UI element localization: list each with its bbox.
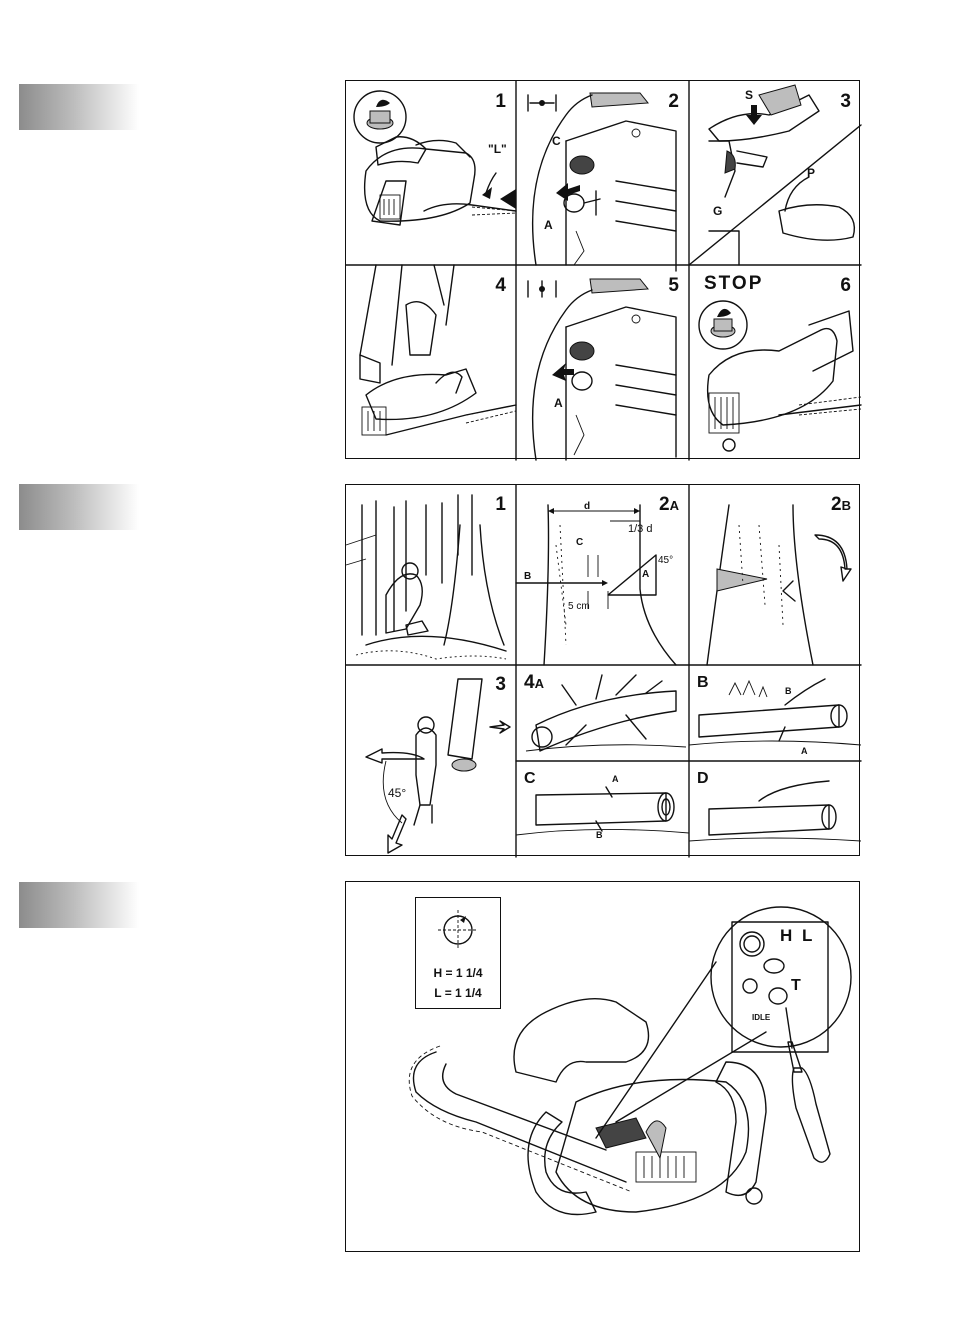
panel-bucking-b: B B A: [689, 665, 861, 761]
panel-start-rope: 4: [346, 265, 516, 460]
panel-bucking-c: C A B: [516, 761, 689, 857]
panel-stop: STOP 6: [689, 265, 861, 460]
adjustment-dial-icon: [416, 898, 502, 958]
starting-procedure-figure: 1 "L" 2 C A: [345, 80, 860, 459]
limbing-illustration: [516, 665, 689, 761]
wedge-cut-illustration: [689, 485, 861, 665]
panel-bucking-d: D: [689, 761, 861, 857]
setting-l: L = 1 1/4: [416, 986, 500, 1000]
felling-technique-figure: 1 2A d 1/3 d C 45° A B 5 cm: [345, 484, 860, 856]
panel-throttle-lock: 3 S P G: [689, 81, 861, 265]
panel-escape-route: 3 45°: [346, 665, 516, 857]
idle-label: IDLE: [752, 1012, 770, 1024]
panel-limbing: 4A: [516, 665, 689, 761]
screw-h-label: H: [780, 930, 792, 942]
panel-work-area: 1: [346, 485, 516, 665]
switch-off-illustration: [516, 81, 689, 265]
chainsaw-choke-illustration: [346, 81, 516, 265]
bucking-supported-log-illustration: [689, 665, 861, 761]
section-tab-1: [19, 84, 139, 130]
carburetor-settings-box: H = 1 1/4 L = 1 1/4: [415, 897, 501, 1009]
screw-l-label: L: [802, 930, 812, 942]
bucking-free-log-illustration: [689, 761, 861, 857]
setting-h: H = 1 1/4: [416, 966, 500, 980]
section-tab-3: [19, 882, 139, 928]
screw-t-label: T: [791, 980, 801, 992]
panel-decompression: 2 C A: [516, 81, 689, 265]
panel-switch-on: 5 A: [516, 265, 689, 460]
stopping-illustration: [689, 265, 861, 460]
starting-on-ground-illustration: [346, 265, 516, 460]
bucking-ground-log-illustration: [516, 761, 689, 857]
throttle-trigger-illustration: [689, 81, 861, 265]
panel-choke: 1 "L": [346, 81, 516, 265]
panel-notch-geometry: 2A d 1/3 d C 45° A B 5 cm: [516, 485, 689, 665]
switch-on-illustration: [516, 265, 689, 460]
notch-diagram: [516, 485, 689, 665]
panel-felling-direction: 2B: [689, 485, 861, 665]
escape-path-illustration: [346, 665, 516, 857]
operator-in-forest-illustration: [346, 485, 516, 665]
section-tab-2: [19, 484, 139, 530]
